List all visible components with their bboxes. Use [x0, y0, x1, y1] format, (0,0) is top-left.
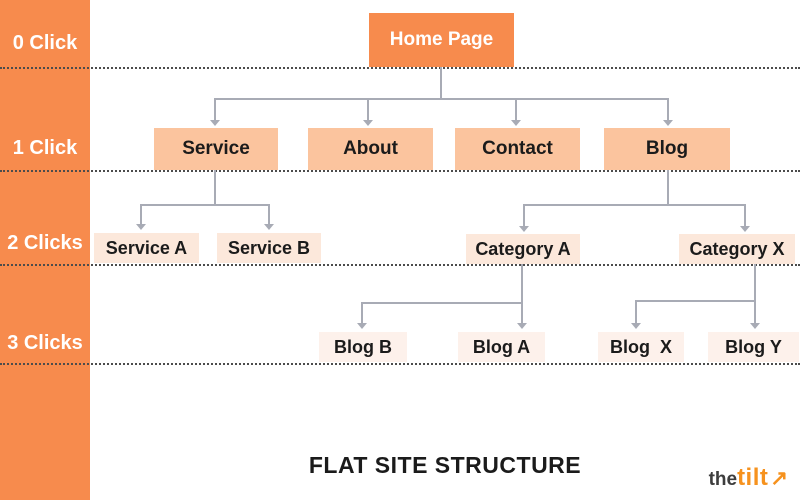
node-service: Service [154, 128, 278, 170]
level-divider [0, 264, 800, 266]
connector-arrow [357, 304, 367, 329]
row-label-3-clicks: 3 Clicks [7, 332, 83, 354]
level-divider [0, 363, 800, 365]
connector-line [635, 300, 756, 302]
connector-line [214, 170, 216, 206]
click-depth-sidebar [0, 0, 90, 500]
node-about: About [308, 128, 433, 170]
connector-arrow [136, 206, 146, 230]
level-divider [0, 170, 800, 172]
level-divider [0, 67, 800, 69]
row-label-2-clicks: 2 Clicks [7, 232, 83, 254]
connector-line [214, 98, 669, 100]
node-blog: Blog [604, 128, 730, 170]
connector-arrow [663, 100, 673, 126]
connector-line [440, 67, 442, 99]
connector-arrow [631, 302, 641, 329]
connector-arrow [519, 206, 529, 232]
connector-line [523, 204, 746, 206]
connector-arrow [740, 206, 750, 232]
node-service-b: Service B [217, 233, 321, 263]
node-contact: Contact [455, 128, 580, 170]
node-category-a: Category A [466, 234, 580, 264]
node-blog-x: Blog X [598, 332, 684, 362]
connector-arrow [511, 100, 521, 126]
node-blog-y: Blog Y [708, 332, 799, 362]
logo-name: tilt [737, 464, 769, 491]
connector-line [140, 204, 270, 206]
row-label-1-click: 1 Click [12, 137, 78, 159]
connector-line [667, 170, 669, 206]
node-category-x: Category X [679, 234, 795, 264]
connector-arrow [363, 100, 373, 126]
tilt-arrow-icon: ↗ [770, 467, 788, 490]
connector-arrow [750, 302, 760, 329]
node-blog-a: Blog A [458, 332, 545, 362]
connector-arrow [210, 100, 220, 126]
row-label-0-click: 0 Click [12, 32, 78, 54]
node-home-page: Home Page [369, 13, 514, 67]
connector-arrow [264, 206, 274, 230]
node-service-a: Service A [94, 233, 199, 263]
connector-line [361, 302, 523, 304]
connector-line [521, 264, 523, 304]
logo-prefix: the [708, 469, 738, 490]
connector-line [754, 264, 756, 302]
connector-arrow [517, 304, 527, 329]
diagram-title: FLAT SITE STRUCTURE [308, 452, 582, 478]
node-blog-b: Blog B [319, 332, 407, 362]
